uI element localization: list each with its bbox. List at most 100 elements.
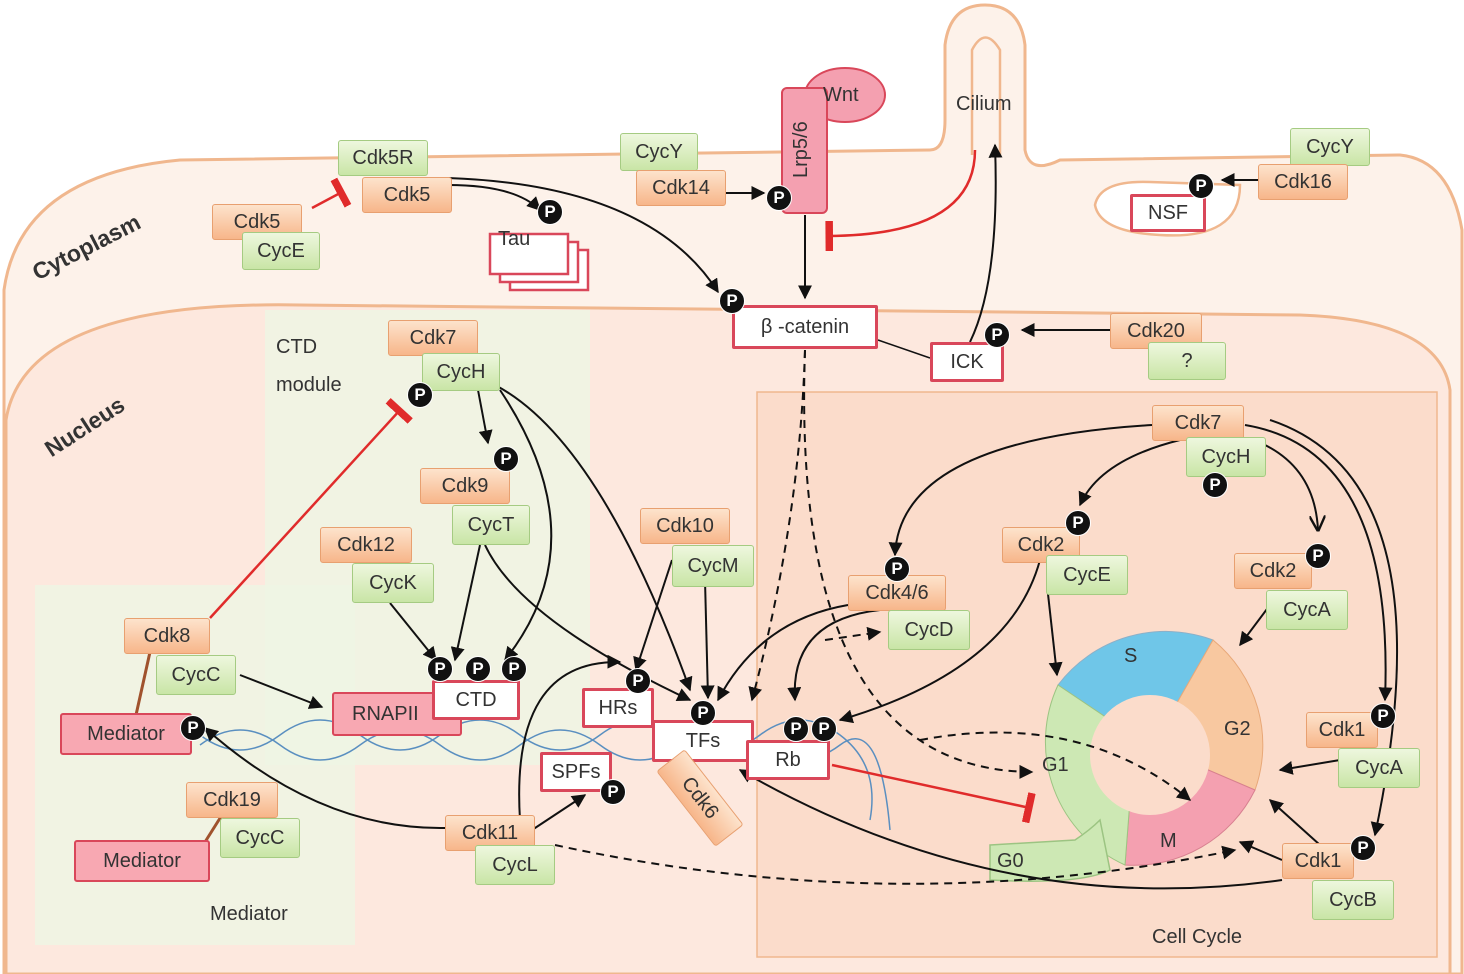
lrp56-receptor <box>781 87 828 214</box>
arrow-cdk46-rb <box>787 609 881 702</box>
arrow-cycm-hrs <box>633 559 673 672</box>
cycc-cdk19-box: CycC <box>220 818 300 858</box>
cycb-box: CycB <box>1312 880 1394 920</box>
cdk8-box: Cdk8 <box>124 618 210 654</box>
cdk7-ctd-box: Cdk7 <box>388 320 478 356</box>
arrow-cdk7-cdk1a <box>1244 424 1393 702</box>
phosphate-icon: P <box>766 185 792 211</box>
arrow-cdk7-cdk46 <box>888 424 1153 557</box>
arrow-cych-ctd-2 <box>499 389 553 662</box>
cdk14-box: Cdk14 <box>636 170 726 206</box>
cych-ctd-box: CycH <box>422 353 500 391</box>
phosphate-icon: P <box>811 716 837 742</box>
cell-cycle-ring <box>989 630 1264 882</box>
arrow-cdk11-hrs <box>518 654 622 821</box>
arrow-ick-cilium <box>969 143 1003 343</box>
cyce-cc-box: CycE <box>1046 555 1128 595</box>
arrow-cycm-tfs <box>700 579 715 700</box>
cdk5-box: Cdk5 <box>362 177 452 213</box>
phosphate-icon: P <box>719 288 745 314</box>
hrs-box: HRs <box>582 688 654 728</box>
phosphate-icon: P <box>427 656 453 682</box>
nsf-box: NSF <box>1130 194 1206 232</box>
tfs-box: TFs <box>652 720 754 762</box>
phosphate-icon: P <box>493 446 519 472</box>
rnapii-box: RNAPII <box>332 692 462 736</box>
mediator-a-box: Mediator <box>60 713 192 755</box>
cdk1-a-box: Cdk1 <box>1306 712 1378 748</box>
dashed-cycl-m <box>554 844 1237 885</box>
lrp56-label: Lrp5/6 <box>790 121 812 178</box>
dna-strand <box>199 719 873 821</box>
cyca-b-box: CycA <box>1338 748 1420 788</box>
dashed-bcat-g1 <box>803 349 1034 779</box>
cyck-box: CycK <box>352 563 434 603</box>
unknown-cyclin-box: ? <box>1148 342 1226 380</box>
phosphate-icon: P <box>1350 835 1376 861</box>
cycl-box: CycL <box>475 845 555 885</box>
phosphate-icon: P <box>690 700 716 726</box>
arrow-cdk46-tfs <box>717 604 849 702</box>
phosphate-icon: P <box>407 382 433 408</box>
inhibit-rb-g1 <box>831 763 1036 824</box>
cycm-box: CycM <box>672 545 754 587</box>
cdk2-b-box: Cdk2 <box>1234 553 1312 589</box>
arrow-cyce-g1 <box>1046 584 1063 677</box>
phosphate-icon: P <box>783 716 809 742</box>
cdk16-box: Cdk16 <box>1258 164 1348 200</box>
inhibition-lines <box>209 149 1036 824</box>
cyce-left-box: CycE <box>242 232 320 270</box>
cilium-membrane <box>970 36 1002 155</box>
arrow-cdk1b-m <box>1268 799 1321 846</box>
beta-catenin-box: β -catenin <box>732 305 878 349</box>
cilium-label: Cilium <box>956 93 1012 115</box>
phosphate-icon: P <box>501 656 527 682</box>
arrow-cdk5-tau <box>447 184 541 211</box>
ctd-module-label-2: module <box>276 374 342 396</box>
cdk19-mediator-link <box>203 814 224 843</box>
rb-box: Rb <box>746 740 830 780</box>
cyca-a-box: CycA <box>1266 590 1348 630</box>
arrow-cycc-rnapii <box>239 674 324 709</box>
phase-m-label: M <box>1160 830 1177 852</box>
ick-box: ICK <box>930 342 1004 382</box>
phase-g2-label: G2 <box>1224 718 1251 740</box>
cycy-right-box: CycY <box>1290 128 1370 166</box>
cdk1-b-box: Cdk1 <box>1282 843 1354 879</box>
phosphate-icon: P <box>1202 472 1228 498</box>
dashed-bcat-tfs <box>748 349 806 702</box>
mediator-b-box: Mediator <box>74 840 210 882</box>
phase-g0-label: G0 <box>997 850 1024 872</box>
dashed-cdk46-cycd <box>824 626 882 641</box>
phosphate-icon: P <box>625 668 651 694</box>
phosphate-icon: P <box>1370 703 1396 729</box>
phosphate-icon: P <box>1065 510 1091 536</box>
wnt-label: Wnt <box>823 84 859 106</box>
arrow-cyct-ctd <box>450 544 481 662</box>
arrow-cdk11-mediator <box>203 727 446 830</box>
cdk19-box: Cdk19 <box>186 782 278 818</box>
phosphate-icon: P <box>984 322 1010 348</box>
spfs-box: SPFs <box>540 752 612 792</box>
cdk7-cc-box: Cdk7 <box>1152 405 1244 441</box>
tau-label: Tau <box>498 228 531 250</box>
arrow-cdk7-cdk2b <box>1264 444 1318 530</box>
arrow-cyck-ctd <box>389 602 437 662</box>
phosphate-icon: P <box>1188 173 1214 199</box>
cdk10-box: Cdk10 <box>640 508 730 544</box>
inhibit-cdk8-ctd <box>209 398 413 619</box>
arrow-cdk7-cdk2a <box>1078 439 1181 507</box>
cyct-box: CycT <box>452 505 530 545</box>
arrow-cdk1b-tfs <box>738 769 1283 890</box>
arrow-cdk5-bcat <box>447 177 719 294</box>
arrow-cdk11-spfs <box>531 794 587 831</box>
cdk5r-box: Cdk5R <box>338 140 428 176</box>
cych-cc-box: CycH <box>1186 437 1266 477</box>
phase-g1-label: G1 <box>1042 754 1069 776</box>
cycc-cdk8-box: CycC <box>156 655 236 695</box>
inhibit-cilium-lrp <box>825 149 977 252</box>
arrow-cdk7-cdk1b <box>1269 419 1399 837</box>
cdk8-mediator-link <box>134 651 152 716</box>
phosphate-icon: P <box>180 715 206 741</box>
dashed-arrows <box>554 349 1237 885</box>
